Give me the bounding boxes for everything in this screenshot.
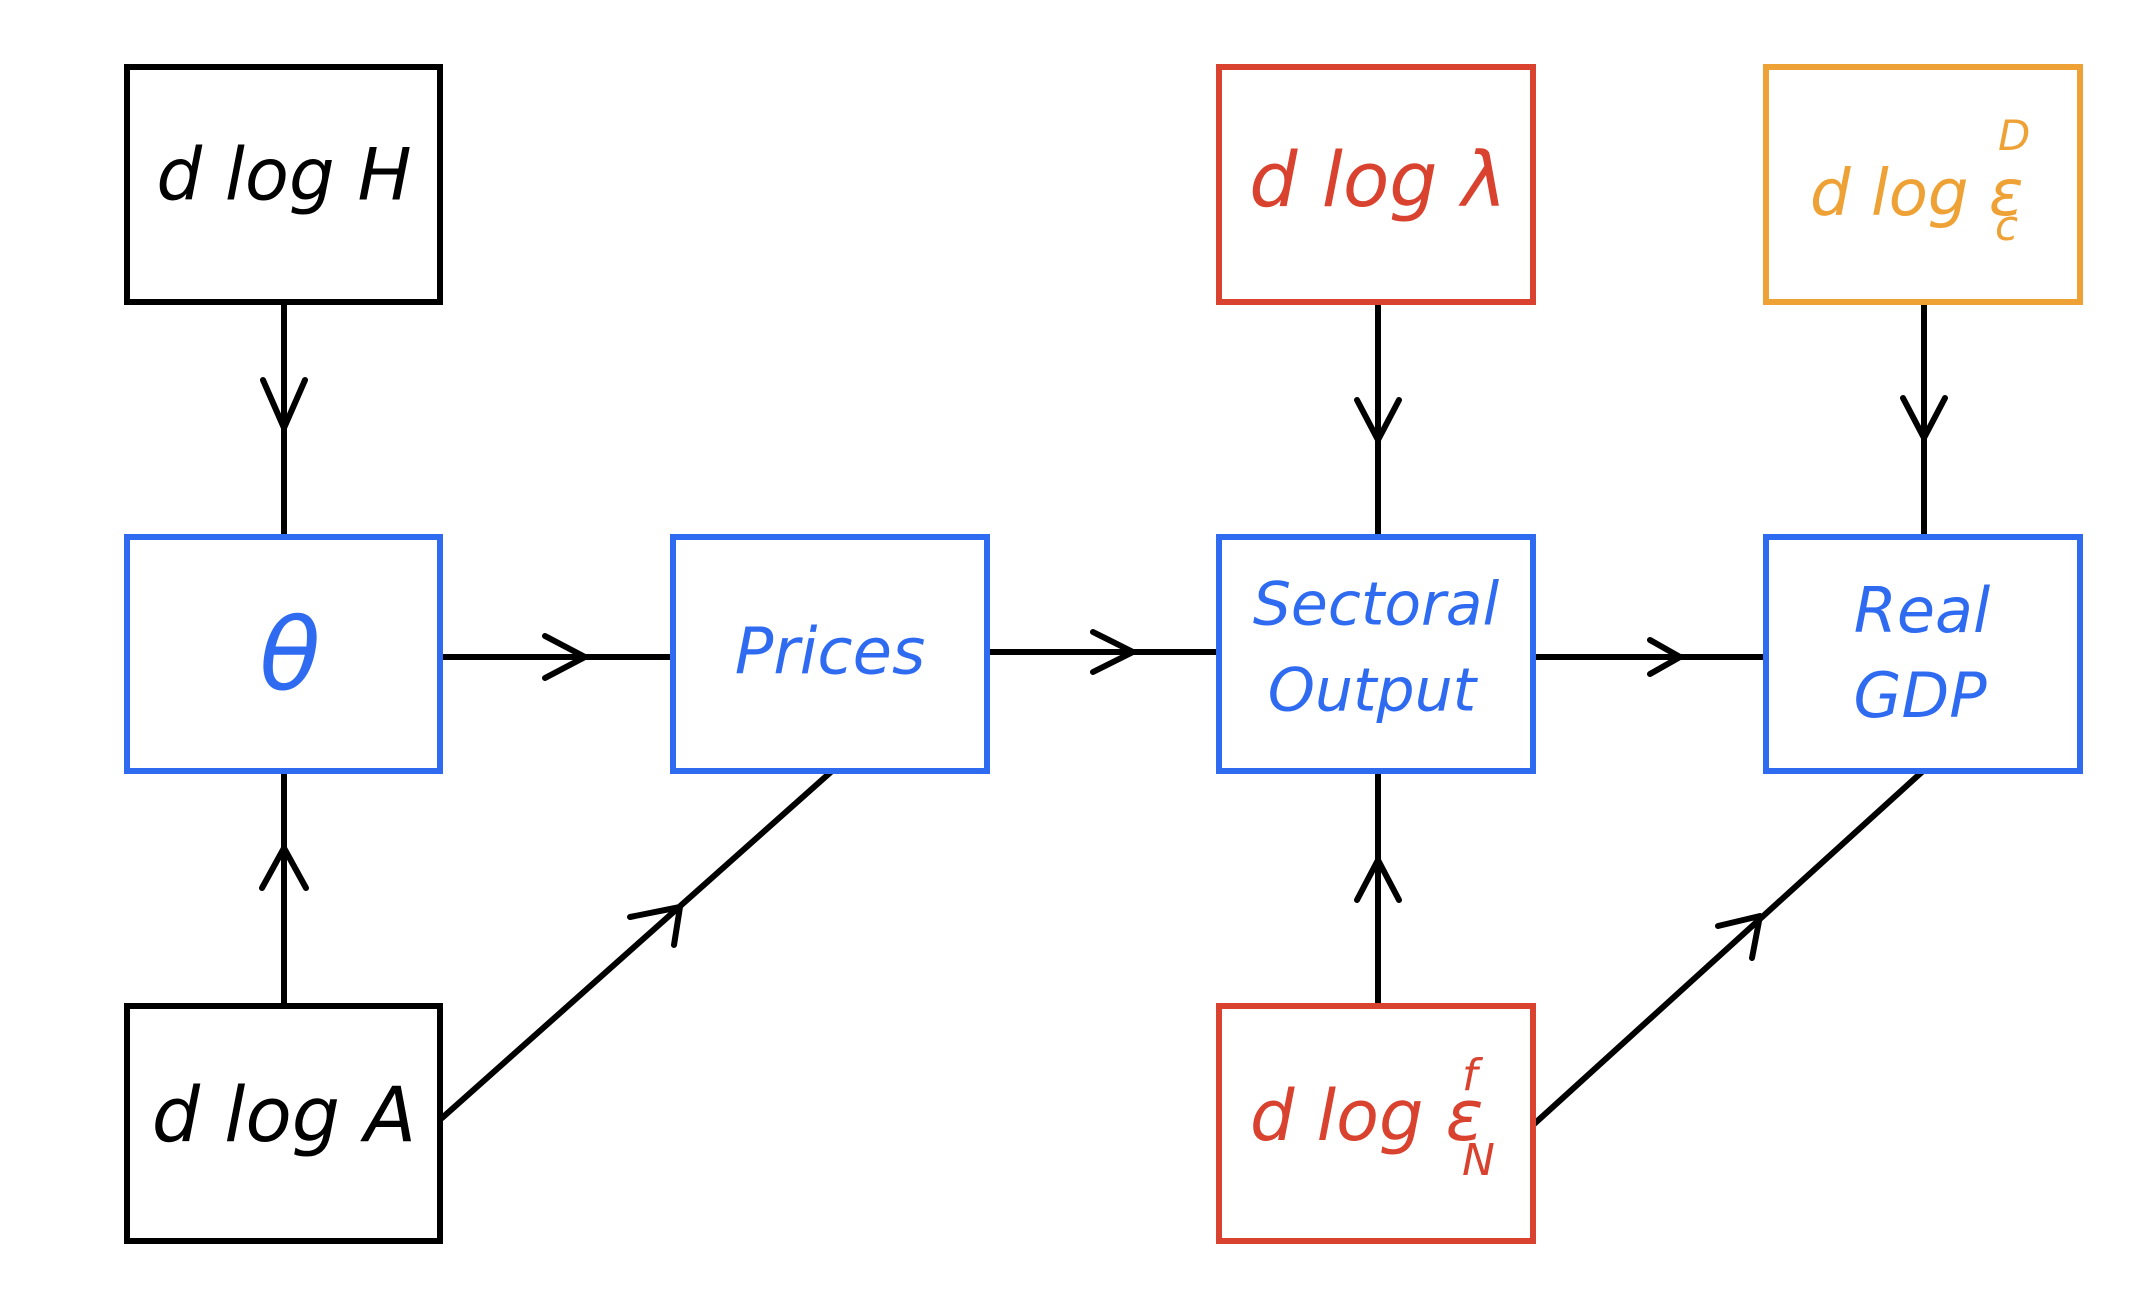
node-dlogA: d log A	[124, 1003, 443, 1244]
node-dlogeps-d-sup: D	[1998, 111, 2030, 160]
node-sectoral-output: Sectoral Output	[1216, 534, 1536, 774]
edge-dlogA-to-prices	[439, 768, 835, 1121]
node-dlogH-label: d log H	[156, 133, 411, 217]
node-sectoral-output-box	[1216, 534, 1536, 774]
edge-dlogA-to-theta	[259, 768, 309, 1009]
node-dloglambda-label: d log λ	[1249, 135, 1506, 224]
node-dlogeps-d: d log ε D c	[1763, 64, 2083, 305]
node-dlogeps-d-main: d log ε	[1810, 157, 2023, 231]
node-real-gdp-label-line2: GDP	[1853, 659, 1987, 732]
node-prices: Prices	[670, 534, 990, 774]
edge-prices-to-sectoral	[984, 629, 1222, 675]
node-sectoral-output-label-line2: Output	[1268, 656, 1479, 726]
node-dloglambda-box	[1216, 64, 1536, 305]
node-real-gdp-label-line1: Real	[1854, 574, 1990, 647]
node-dloglambda: d log λ	[1216, 64, 1536, 305]
edge-dloglambda-to-sectoral	[1354, 299, 1402, 540]
node-dlogA-label: d log A	[152, 1070, 416, 1159]
node-sectoral-output-label-line1: Sectoral	[1253, 570, 1500, 640]
node-theta-label: θ	[259, 596, 320, 713]
edges	[259, 299, 1948, 1128]
node-dlogeps-d-label: d log ε	[1810, 157, 2023, 231]
node-prices-label: Prices	[735, 616, 926, 690]
node-dlogeps-f-main: d log ε	[1250, 1075, 1483, 1157]
edge-dlogepsf-to-sectoral	[1354, 768, 1402, 1009]
edge-dlogepsf-to-realgdp	[1530, 768, 1926, 1128]
node-dlogeps-f-label: d log ε	[1250, 1075, 1483, 1157]
node-dlogeps-d-box	[1763, 64, 2083, 305]
edge-dlogH-to-theta	[260, 299, 308, 540]
node-dlogeps-f-box	[1216, 1003, 1536, 1244]
node-real-gdp: Real GDP	[1763, 534, 2083, 774]
edge-theta-to-prices	[437, 633, 676, 681]
node-dlogeps-f-sub: N	[1462, 1135, 1495, 1186]
node-prices-box	[670, 534, 990, 774]
node-dlogA-box	[124, 1003, 443, 1244]
node-theta: θ	[124, 534, 443, 774]
node-dlogeps-f: d log ε f N	[1216, 1003, 1536, 1244]
node-theta-box	[124, 534, 443, 774]
edge-dlogepsd-to-realgdp	[1900, 299, 1948, 540]
node-dlogH: d log H	[124, 64, 443, 305]
node-dlogeps-d-sub: c	[1995, 201, 2018, 250]
node-real-gdp-box	[1763, 534, 2083, 774]
edge-sectoral-to-realgdp	[1530, 637, 1769, 677]
node-dlogH-box	[124, 64, 443, 305]
